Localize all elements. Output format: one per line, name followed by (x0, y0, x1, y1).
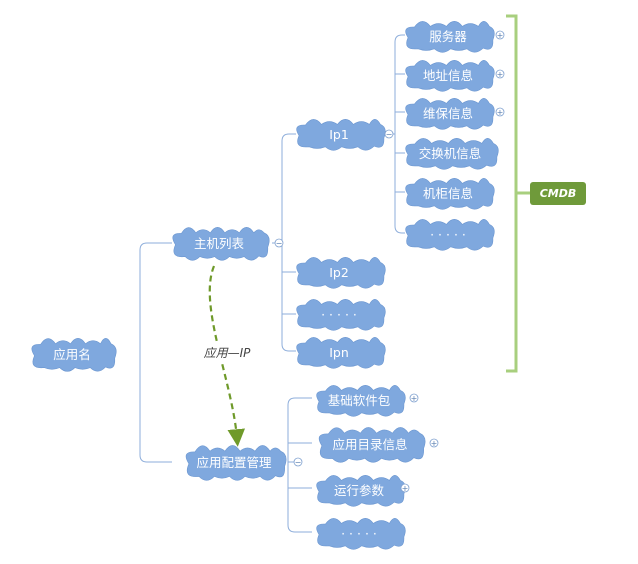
connector-root-config (139, 355, 172, 463)
node-host-list[interactable]: 主机列表 (172, 227, 270, 261)
connector-host-ip1 (281, 133, 296, 243)
node-label-address: 地址信息 (423, 68, 473, 83)
expand-icon[interactable]: + (495, 69, 505, 79)
cloud-shape (318, 427, 426, 463)
cloud-shape (405, 59, 495, 92)
node-app-dir[interactable]: 应用目录信息 (318, 427, 426, 463)
cloud-shape (296, 118, 386, 151)
node-switch[interactable]: 交换机信息 (405, 137, 499, 170)
connector-config-base (287, 397, 312, 462)
expand-icon[interactable]: + (495, 107, 505, 117)
connector-ip1-server (394, 34, 405, 134)
cloud-shape (31, 338, 117, 372)
svg-text:+: + (497, 31, 504, 40)
cloud-shape (405, 20, 495, 53)
node-label-host-list: 主机列表 (194, 236, 245, 251)
node-config-more[interactable]: · · · · · (316, 517, 406, 550)
expand-icon[interactable]: + (400, 483, 410, 493)
cloud-shape (172, 227, 270, 261)
connector-host-ipn (281, 243, 296, 352)
cmdb-badge: CMDB (530, 182, 586, 205)
node-address[interactable]: 地址信息 (405, 59, 495, 92)
collapse-icon[interactable]: − (384, 129, 394, 139)
node-ip1[interactable]: Ip1 (296, 118, 386, 151)
node-label-root: 应用名 (53, 347, 91, 362)
svg-text:+: + (497, 70, 504, 79)
node-config-mgmt[interactable]: 应用配置管理 (185, 445, 287, 481)
connector-ip1-more (394, 134, 405, 234)
node-label-config-mgmt: 应用配置管理 (196, 455, 272, 470)
cloud-shape (185, 445, 287, 481)
node-label-ip2: Ip2 (329, 265, 349, 280)
svg-text:−: − (295, 458, 302, 467)
cloud-shape (296, 256, 386, 289)
node-server[interactable]: 服务器 (405, 20, 495, 53)
node-label-server: 服务器 (429, 29, 467, 44)
node-label-cabinet: 机柜信息 (423, 186, 473, 201)
node-layer: 应用名 主机列表 应用配置管理 Ip1 Ip2 · · · · · Ipn 服 (31, 20, 499, 550)
cloud-shape (405, 97, 495, 130)
node-ip1-more[interactable]: · · · · · (405, 218, 495, 251)
cloud-shape (405, 218, 495, 251)
node-label-ipn: Ipn (329, 345, 349, 360)
cloud-shape (405, 137, 499, 170)
node-label-ip-more: · · · · · (321, 307, 357, 322)
expand-icon[interactable]: + (495, 30, 505, 40)
node-label-ip1: Ip1 (329, 127, 349, 142)
cmdb-label: CMDB (540, 187, 577, 200)
svg-text:+: + (497, 108, 504, 117)
node-ipn[interactable]: Ipn (296, 336, 386, 369)
node-label-warranty: 维保信息 (423, 106, 473, 121)
node-ip-more[interactable]: · · · · · (296, 298, 386, 331)
cloud-shape (405, 177, 495, 210)
cloud-shape (296, 336, 386, 369)
node-label-base-pkg: 基础软件包 (328, 393, 391, 408)
collapse-icon[interactable]: − (293, 457, 303, 467)
cloud-shape (316, 384, 406, 417)
node-label-switch: 交换机信息 (419, 146, 482, 161)
connector-root-host (139, 242, 172, 355)
node-cabinet[interactable]: 机柜信息 (405, 177, 495, 210)
toggle-layer: − − − + + + + + (274, 30, 505, 493)
node-warranty[interactable]: 维保信息 (405, 97, 495, 130)
svg-text:+: + (402, 484, 409, 493)
collapse-icon[interactable]: − (274, 238, 284, 248)
connector-lines (139, 34, 405, 533)
node-base-pkg[interactable]: 基础软件包 (316, 384, 406, 417)
svg-text:−: − (386, 130, 393, 139)
expand-icon[interactable]: + (409, 393, 419, 403)
node-label-ip1-more: · · · · · (430, 227, 466, 242)
cloud-shape (296, 298, 386, 331)
svg-text:+: + (411, 394, 418, 403)
svg-text:−: − (276, 239, 283, 248)
cmdb-brace (506, 14, 530, 373)
expand-icon[interactable]: + (429, 438, 439, 448)
relation-label-bg (198, 344, 256, 361)
node-label-run-params: 运行参数 (334, 483, 385, 498)
node-label-app-dir: 应用目录信息 (332, 437, 407, 452)
connector-config-more (287, 462, 312, 533)
node-run-params[interactable]: 运行参数 (316, 474, 406, 507)
cloud-shape (316, 517, 406, 550)
node-ip2[interactable]: Ip2 (296, 256, 386, 289)
node-root[interactable]: 应用名 (31, 338, 117, 372)
svg-text:+: + (431, 439, 438, 448)
node-label-config-more: · · · · · (341, 526, 377, 541)
relation-label: 应用—IP (204, 346, 252, 360)
